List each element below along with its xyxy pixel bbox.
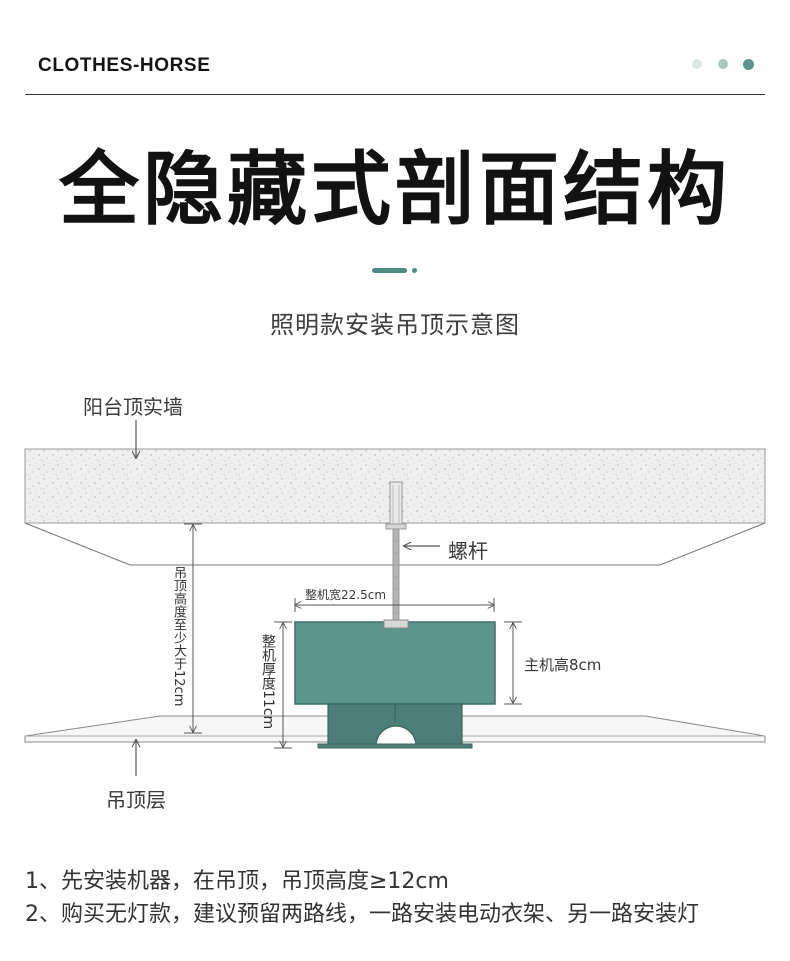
machine-cable-notch (375, 725, 417, 747)
page-subtitle: 照明款安装吊顶示意图 (270, 311, 520, 339)
label-ceiling-layer: 吊顶层 (106, 788, 166, 812)
install-note-1: 1、先安装机器，在吊顶，吊顶高度≥12cm (25, 869, 449, 894)
anchor-bolt (389, 481, 403, 529)
diagram-drawing (24, 420, 766, 776)
machine-body (294, 621, 496, 705)
label-screw-rod: 螺杆 (448, 539, 488, 563)
brand-title: CLOTHES-HORSE (38, 55, 211, 76)
label-host-height: 主机高8cm (524, 656, 602, 674)
install-note-2: 2、购买无灯款，建议预留两路线，一路安装电动衣架、另一路安装灯 (25, 902, 699, 927)
pagination-dot-1 (692, 59, 702, 69)
bolt-washer-top (385, 523, 407, 530)
pagination-dot-3 (743, 58, 754, 70)
machine-flange (317, 743, 473, 749)
label-machine-thickness: 整机厚度11cm (260, 634, 276, 730)
rod-nut (383, 619, 409, 629)
label-machine-width: 整机宽22.5cm (305, 588, 387, 602)
label-ceiling-wall: 阳台顶实墙 (83, 395, 183, 419)
accent-dash (372, 268, 407, 273)
label-ceiling-height: 吊顶高度至少大于12cm (171, 566, 186, 707)
page-title: 全隐藏式剖面结构 (59, 143, 731, 236)
header-divider (25, 94, 765, 95)
pagination-dot-2 (718, 59, 728, 69)
accent-dot (412, 268, 417, 273)
section-diagram: 阳台顶实墙 螺杆 整机宽22.5cm 主机高8cm 吊顶高度至少大于12cm 整… (0, 380, 790, 820)
